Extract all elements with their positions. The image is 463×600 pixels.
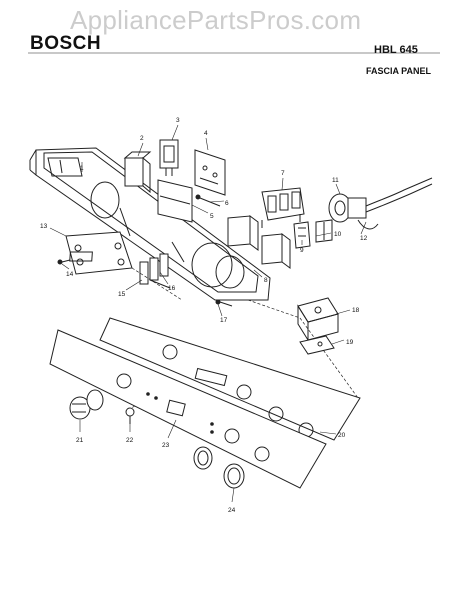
timer-module-13 xyxy=(65,231,133,275)
callout-2: 2 xyxy=(140,135,144,142)
callout-15: 15 xyxy=(118,291,126,298)
clip-10 xyxy=(315,219,333,243)
brand-logo: BOSCH xyxy=(30,33,102,54)
callout-9: 9 xyxy=(300,247,304,254)
screws-14 xyxy=(57,259,71,265)
selector-switch-7 xyxy=(261,187,305,228)
section-title: FASCIA PANEL xyxy=(366,66,432,76)
bracket-19 xyxy=(299,335,335,355)
circuit-board-4 xyxy=(194,149,226,196)
fascia-frame xyxy=(29,147,271,301)
relay-18 xyxy=(297,297,339,342)
callout-21: 21 xyxy=(76,437,84,444)
callout-16: 16 xyxy=(168,285,176,292)
callout-10: 10 xyxy=(334,231,342,238)
callout-labels: 1 2 3 4 5 6 7 8 9 10 11 12 13 14 15 16 1… xyxy=(40,117,368,514)
callout-12: 12 xyxy=(360,235,368,242)
callout-11: 11 xyxy=(332,177,339,184)
screw-17 xyxy=(215,299,233,307)
callout-3: 3 xyxy=(176,117,180,124)
switch-9 xyxy=(293,221,311,249)
callout-17: 17 xyxy=(220,317,228,324)
watermark-text: AppliancePartsPros.com xyxy=(70,5,362,35)
shafts-15-16 xyxy=(139,253,171,289)
callout-5: 5 xyxy=(210,213,214,220)
knob-22 xyxy=(125,407,135,424)
bracket-2 xyxy=(123,151,152,194)
callout-6: 6 xyxy=(225,200,229,207)
callout-8: 8 xyxy=(264,277,268,284)
front-glass-20 xyxy=(99,317,361,441)
callout-7: 7 xyxy=(281,170,285,177)
callout-24: 24 xyxy=(228,507,236,514)
callout-19: 19 xyxy=(346,339,354,346)
callout-23: 23 xyxy=(162,442,170,449)
callout-1: 1 xyxy=(80,165,84,172)
screw-6 xyxy=(195,194,221,207)
callout-4: 4 xyxy=(204,130,208,137)
thermostat-11 xyxy=(328,193,367,223)
bracket-8 xyxy=(227,215,291,269)
switch-3 xyxy=(159,139,179,176)
capillary-12 xyxy=(357,177,433,230)
knob-21 xyxy=(69,389,104,420)
plate-5 xyxy=(157,179,193,223)
callout-14: 14 xyxy=(66,271,74,278)
callout-22: 22 xyxy=(126,437,134,444)
callout-20: 20 xyxy=(338,432,346,439)
callout-18: 18 xyxy=(352,307,360,314)
control-panel-23 xyxy=(49,329,327,489)
rings-24 xyxy=(193,446,245,489)
callout-13: 13 xyxy=(40,223,48,230)
